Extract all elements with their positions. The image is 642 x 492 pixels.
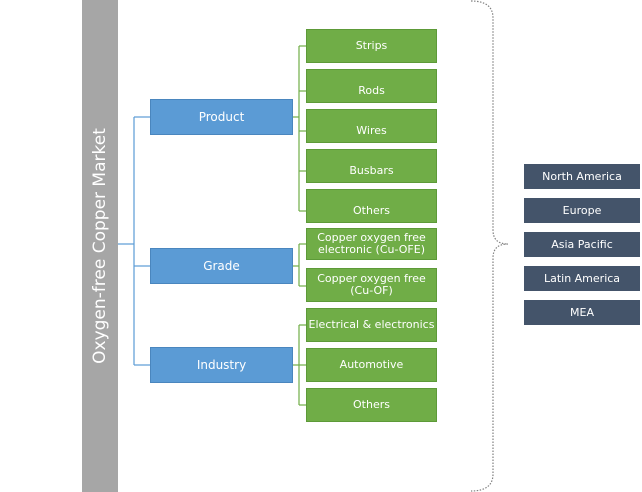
product-item-strips: Strips [306, 29, 437, 63]
segment-grade: Grade [150, 248, 293, 284]
grade-item-cu-of: Copper oxygen free (Cu-OF) [306, 268, 437, 302]
region-europe: Europe [524, 198, 640, 223]
product-item-rods: Rods [306, 69, 437, 103]
segment-industry: Industry [150, 347, 293, 383]
product-item-busbars: Busbars [306, 149, 437, 183]
region-asia-pacific: Asia Pacific [524, 232, 640, 257]
segment-product: Product [150, 99, 293, 135]
industry-item-others: Others [306, 388, 437, 422]
grade-item-cu-ofe: Copper oxygen free electronic (Cu-OFE) [306, 228, 437, 260]
product-item-wires: Wires [306, 109, 437, 143]
industry-item-electrical: Electrical & electronics [306, 308, 437, 342]
region-mea: MEA [524, 300, 640, 325]
market-title-bar: Oxygen-free Copper Market [82, 0, 118, 492]
market-title: Oxygen-free Copper Market [90, 128, 110, 364]
region-north-america: North America [524, 164, 640, 189]
region-latin-america: Latin America [524, 266, 640, 291]
curly-brace [470, 0, 509, 492]
industry-item-automotive: Automotive [306, 348, 437, 382]
product-item-others: Others [306, 189, 437, 223]
